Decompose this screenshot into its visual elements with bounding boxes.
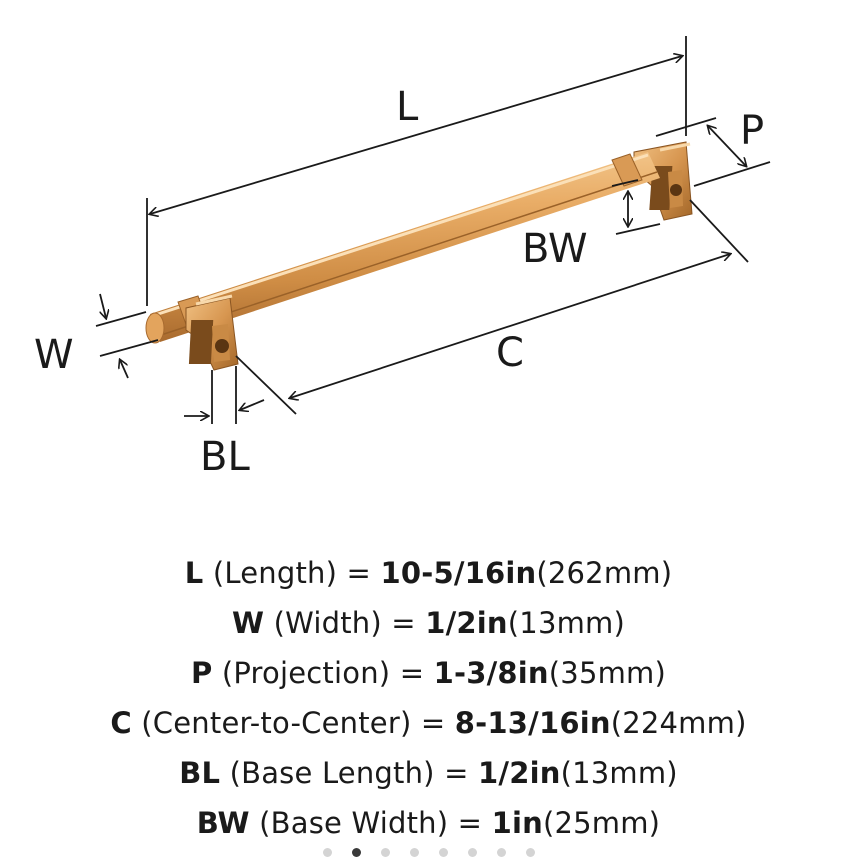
spec-key: C	[110, 706, 132, 740]
spec-desc: (Width) =	[264, 606, 426, 640]
spec-key: W	[231, 606, 265, 640]
spec-row-length: L (Length) = 10-5/16in(262mm)	[0, 548, 857, 598]
spec-row-base-length: BL (Base Length) = 1/2in(13mm)	[0, 748, 857, 798]
spec-desc: (Projection) =	[212, 656, 434, 690]
carousel-dot-6[interactable]	[467, 848, 477, 857]
carousel-dot-5[interactable]	[438, 848, 448, 857]
spec-row-width: W (Width) = 1/2in(13mm)	[0, 598, 857, 648]
spec-metric: (13mm)	[560, 756, 678, 790]
pull-handle	[145, 141, 693, 371]
spec-imperial: 1/2in	[425, 606, 508, 640]
label-l: L	[396, 84, 419, 130]
c-dimension-line	[290, 254, 730, 398]
carousel-dot-3[interactable]	[380, 848, 390, 857]
spec-row-base-width: BW (Base Width) = 1in(25mm)	[0, 798, 857, 848]
dimension-spec-list: L (Length) = 10-5/16in(262mm) W (Width) …	[0, 548, 857, 848]
spec-desc: (Center-to-Center) =	[131, 706, 455, 740]
dimension-lines	[95, 36, 771, 424]
left-post	[185, 294, 239, 371]
bl-arrow-right	[240, 399, 265, 410]
carousel-dot-8[interactable]	[525, 848, 535, 857]
spec-metric: (35mm)	[548, 656, 667, 690]
spec-imperial: 1/2in	[478, 756, 561, 790]
w-extension-bottom	[99, 339, 159, 357]
spec-key: P	[190, 656, 213, 690]
carousel-dot-7[interactable]	[496, 848, 506, 857]
label-bl: BL	[200, 434, 250, 480]
carousel-dot-1[interactable]	[322, 848, 332, 857]
spec-imperial: 10-5/16in	[380, 556, 537, 590]
spec-key: BL	[179, 756, 221, 790]
c-extension-left	[235, 355, 297, 415]
carousel-dot-2[interactable]	[351, 848, 361, 857]
label-bw: BW	[522, 226, 588, 272]
hardware-pull-dimension-diagram: L P BW W C BL	[34, 36, 771, 480]
label-c: C	[496, 330, 524, 376]
spec-metric: (25mm)	[542, 806, 661, 840]
spec-metric: (13mm)	[507, 606, 626, 640]
spec-row-projection: P (Projection) = 1-3/8in(35mm)	[0, 648, 857, 698]
bw-extension-bottom	[615, 223, 661, 235]
spec-metric: (262mm)	[536, 556, 673, 590]
carousel-pagination	[0, 848, 857, 858]
spec-row-center-to-center: C (Center-to-Center) = 8-13/16in(224mm)	[0, 698, 857, 748]
spec-desc: (Base Length) =	[220, 756, 479, 790]
spec-imperial: 8-13/16in	[454, 706, 611, 740]
carousel-dot-4[interactable]	[409, 848, 419, 857]
bw-extension-top	[611, 179, 639, 187]
c-extension-right	[689, 199, 749, 263]
w-arrow-bottom	[120, 360, 129, 379]
spec-desc: (Base Width) =	[249, 806, 492, 840]
spec-imperial: 1in	[491, 806, 543, 840]
label-w: W	[34, 332, 74, 378]
p-dimension-line	[708, 126, 746, 166]
w-extension-top	[95, 311, 147, 327]
p-extension-bottom	[693, 161, 771, 187]
spec-key: L	[184, 556, 204, 590]
spec-desc: (Length) =	[203, 556, 381, 590]
spec-imperial: 1-3/8in	[433, 656, 549, 690]
l-dimension-line	[150, 56, 682, 214]
w-arrow-top	[99, 293, 106, 318]
label-p: P	[740, 108, 764, 154]
spec-key: BW	[196, 806, 250, 840]
p-extension-top	[655, 117, 717, 137]
spec-metric: (224mm)	[610, 706, 747, 740]
